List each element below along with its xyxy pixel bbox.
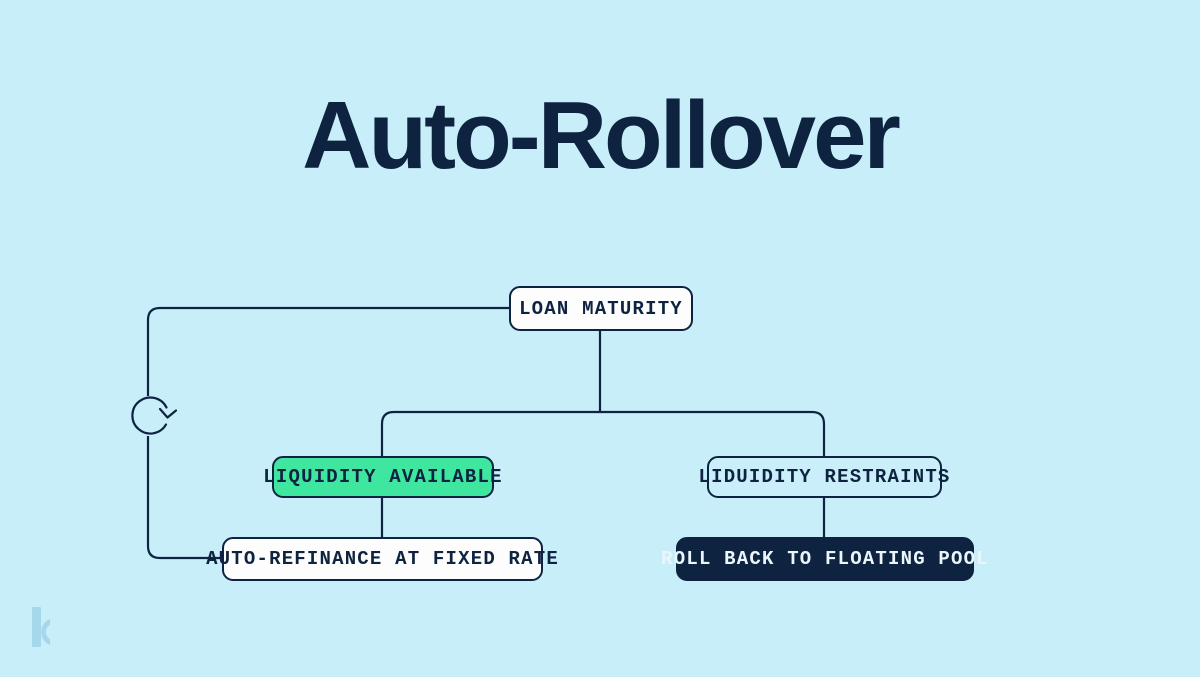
node-roll-back-label: ROLL BACK TO FLOATING POOL — [661, 548, 989, 570]
connector-branch-bar — [380, 410, 826, 456]
node-liquidity-restraints-label: LIDUIDITY RESTRAINTS — [698, 466, 951, 488]
node-liquidity-available[interactable]: LIQUIDITY AVAILABLE — [263, 456, 502, 498]
node-liquidity-available-label: LIQUIDITY AVAILABLE — [263, 466, 503, 488]
node-liquidity-restraints[interactable]: LIDUIDITY RESTRAINTS — [698, 456, 949, 498]
node-auto-refinance-label: AUTO-REFINANCE AT FIXED RATE — [206, 548, 559, 570]
node-loan-maturity[interactable]: LOAN MATURITY — [509, 286, 693, 331]
page-title: Auto-Rollover — [302, 82, 901, 189]
node-loan-maturity-label: LOAN MATURITY — [519, 297, 683, 320]
connector-loop-bottom — [146, 436, 222, 560]
node-auto-refinance[interactable]: AUTO-REFINANCE AT FIXED RATE — [206, 537, 558, 581]
connector-loop-top — [146, 306, 509, 396]
node-roll-back[interactable]: ROLL BACK TO FLOATING POOL — [661, 537, 988, 581]
k-logo-icon — [32, 607, 50, 647]
refresh-loop-icon — [131, 396, 178, 435]
